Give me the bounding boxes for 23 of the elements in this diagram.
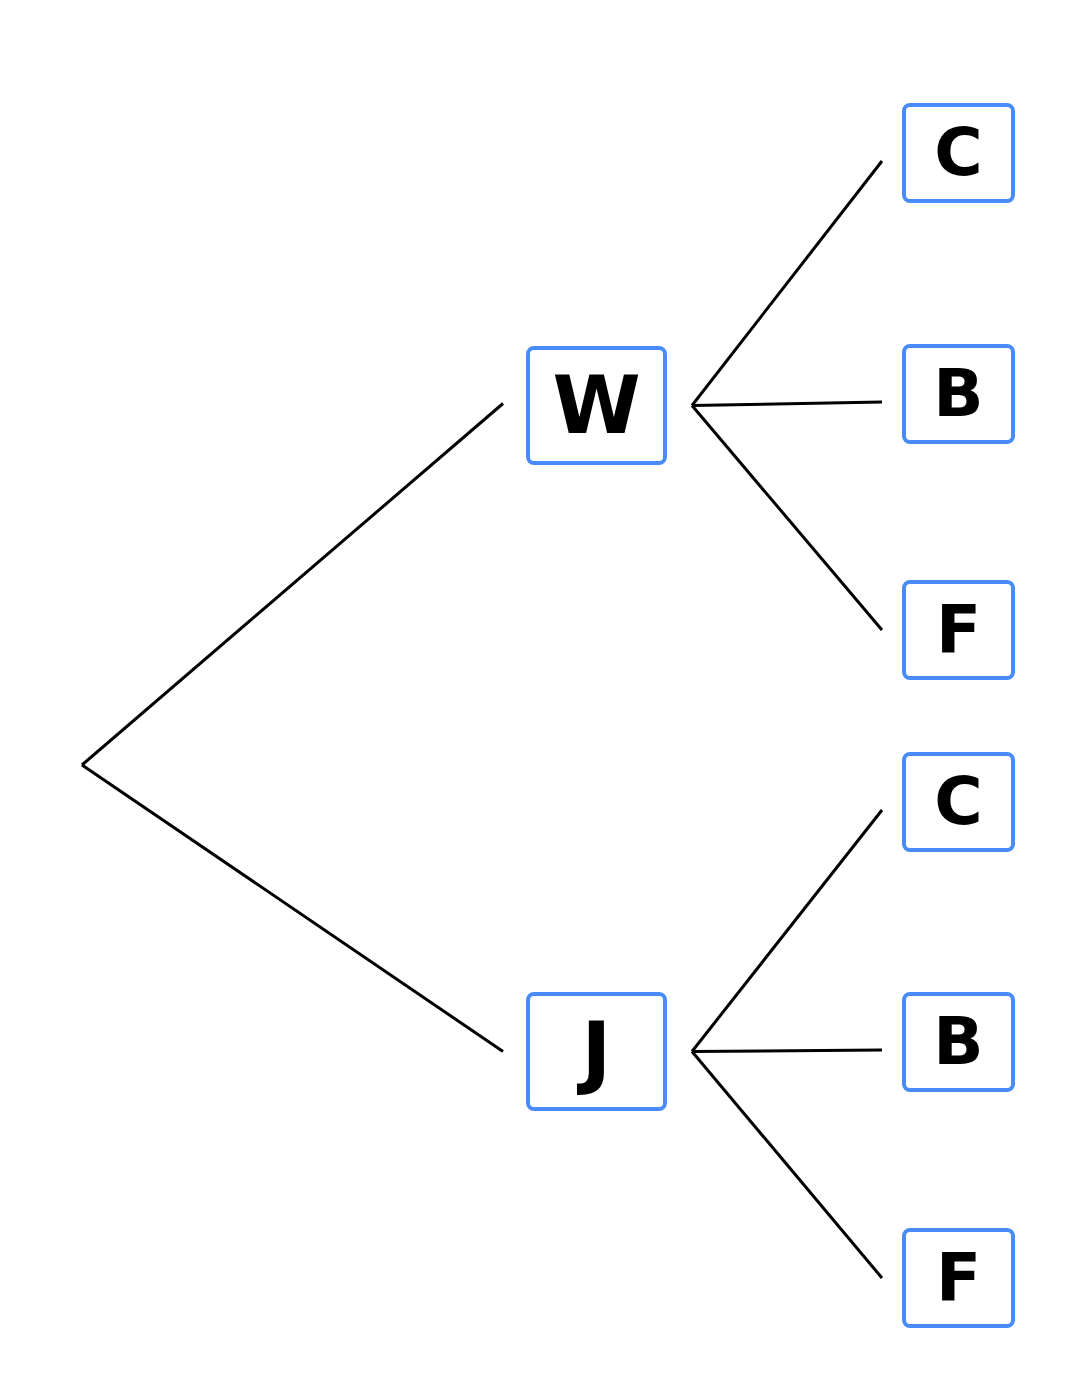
connector-line <box>690 809 884 1053</box>
connector-line <box>691 400 883 407</box>
letter-box <box>526 346 667 465</box>
letter-box <box>902 992 1015 1092</box>
connector-line <box>81 763 504 1053</box>
node-letter: F <box>935 1245 982 1311</box>
letter-box <box>902 103 1015 203</box>
node-letter: W <box>552 365 641 446</box>
node-letter: B <box>933 1009 984 1075</box>
letter-box <box>902 344 1015 444</box>
letter-box <box>902 580 1015 680</box>
connector-line <box>690 160 884 407</box>
node-letter: C <box>934 120 983 186</box>
node-letter: F <box>935 597 982 663</box>
node-letter: C <box>934 769 983 835</box>
connector-line <box>690 404 884 631</box>
letter-box <box>902 1228 1015 1328</box>
connector-line <box>692 1048 882 1053</box>
letter-box <box>526 992 667 1111</box>
letter-box <box>902 752 1015 852</box>
node-letter: B <box>933 361 984 427</box>
connector-line <box>81 402 504 767</box>
connector-line <box>690 1050 884 1279</box>
